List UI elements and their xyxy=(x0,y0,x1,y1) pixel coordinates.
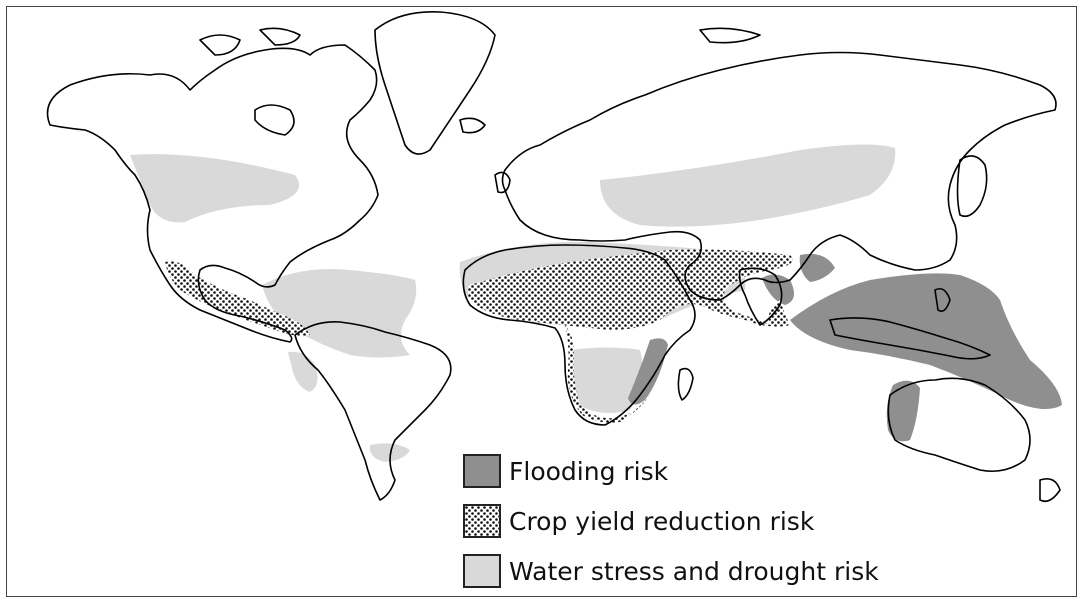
flooding-indochina xyxy=(799,253,835,282)
legend-swatch-crop xyxy=(463,504,501,538)
australia-outline xyxy=(887,377,1031,473)
water-stress-peru xyxy=(288,351,318,392)
uk-outline xyxy=(494,171,511,194)
iceland-outline xyxy=(459,117,486,134)
europe-outline xyxy=(501,51,1057,301)
water-stress-southern-africa xyxy=(568,347,643,414)
water-stress-central-asia xyxy=(600,144,896,227)
north-america-outline xyxy=(46,44,379,343)
arctic-islands-outline xyxy=(199,27,761,56)
map-frame xyxy=(6,6,1077,597)
legend-item-water: Water stress and drought risk xyxy=(463,548,879,594)
legend: Flooding risk Crop yield reduction risk … xyxy=(463,448,879,598)
japan-outline xyxy=(956,155,988,218)
flooding-southeast-asia xyxy=(790,273,1062,409)
philippines-outline xyxy=(934,287,951,313)
legend-swatch-flooding xyxy=(463,454,501,488)
water-stress-caribbean-amazon xyxy=(262,269,417,358)
legend-label-flooding: Flooding risk xyxy=(509,456,669,486)
legend-label-water: Water stress and drought risk xyxy=(509,556,879,586)
greenland-outline xyxy=(374,11,496,155)
legend-swatch-water xyxy=(463,554,501,588)
india-outline xyxy=(738,267,783,326)
legend-label-crop: Crop yield reduction risk xyxy=(509,506,815,536)
water-stress-alaska-canada xyxy=(130,154,300,223)
africa-outline xyxy=(462,244,696,426)
legend-item-crop: Crop yield reduction risk xyxy=(463,498,879,544)
land-outlines xyxy=(46,11,1061,503)
crop-risk-sahel-mideast xyxy=(467,249,793,330)
madagascar-outline xyxy=(677,367,694,401)
flooding-east-africa xyxy=(628,338,668,405)
flooding-western-australia xyxy=(886,380,920,442)
new-zealand-outline xyxy=(1039,477,1061,503)
legend-item-flooding: Flooding risk xyxy=(463,448,879,494)
crop-risk-regions xyxy=(165,249,793,423)
crop-risk-mexico-central-america xyxy=(165,261,310,336)
flooding-regions xyxy=(628,253,1062,442)
south-america-outline xyxy=(294,320,452,501)
hudson-bay-outline xyxy=(254,104,295,136)
indonesia-outline xyxy=(829,317,991,360)
